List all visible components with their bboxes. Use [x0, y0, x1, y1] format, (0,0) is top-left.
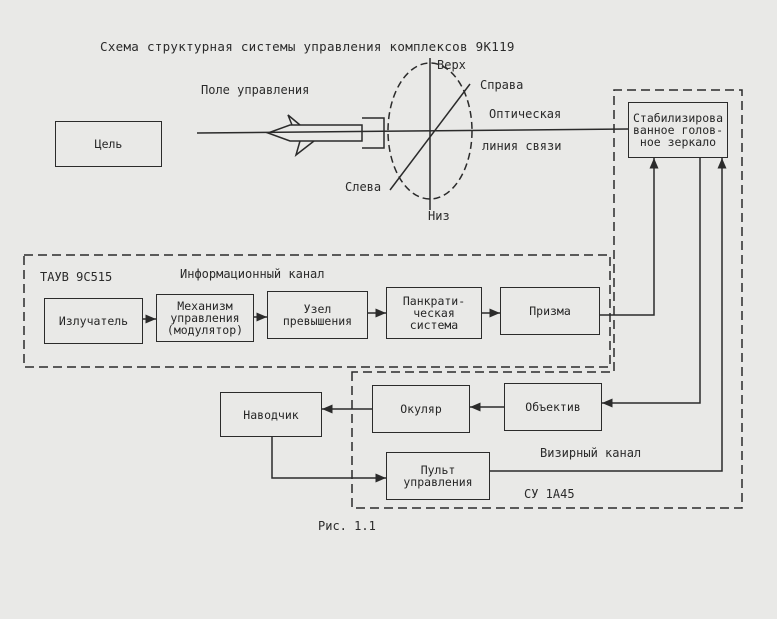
eyepiece-label: Окуляр [400, 402, 442, 416]
emitter-label: Излучатель [58, 314, 129, 328]
direction-up-label: Верх [437, 58, 466, 72]
modulator-line-1: Механизм [177, 299, 233, 313]
eyepiece-box: Окуляр [372, 385, 470, 433]
prism-box: Призма [500, 287, 600, 335]
optical-line-label-1: Оптическая [489, 107, 562, 121]
emitter-box: Излучатель [44, 298, 143, 344]
objective-box: Объектив [504, 383, 602, 431]
pancratic-line-1: Панкрати- [402, 294, 466, 308]
target-label: Цель [94, 137, 123, 151]
elevation-line-1: Узел [303, 302, 332, 316]
modulator-line-2: управления [170, 311, 240, 325]
su-label: СУ 1А45 [524, 487, 575, 501]
direction-left-label: Слева [345, 180, 382, 194]
control-field-ellipse [387, 62, 473, 200]
mirror-line-1: Стабилизирова [632, 111, 723, 125]
optical-line [196, 128, 629, 134]
link-panel-mirror [490, 158, 727, 472]
field-label: Поле управления [201, 83, 310, 97]
elevation-line-2: превышения [282, 314, 353, 328]
info-channel-label: Информационный канал [180, 267, 325, 281]
missile-fin-top [287, 114, 301, 126]
control-panel-line-2: управления [403, 475, 473, 489]
mirror-box: Стабилизирова ванное голов- ное зеркало [628, 102, 728, 158]
pancratic-box: Панкрати- ческая система [386, 287, 482, 339]
mirror-line-2: ванное голов- [632, 123, 723, 137]
link-prism-mirror [600, 158, 659, 316]
tauv-label: ТАУВ 9С515 [40, 270, 113, 284]
missile-tail [362, 117, 385, 149]
guidance-label: Наводчик [243, 407, 299, 422]
target-box: Цель [55, 121, 162, 167]
guidance-box: Наводчик [220, 392, 322, 437]
direction-down-label: Низ [428, 209, 450, 223]
axis-diagonal [389, 83, 471, 191]
objective-label: Объектив [525, 400, 581, 414]
optical-line-label-2: линия связи [482, 139, 562, 153]
control-panel-line-1: Пульт [420, 463, 456, 477]
sight-channel-label: Визирный канал [540, 446, 642, 460]
link-mirror-objective [602, 158, 701, 408]
prism-label: Призма [529, 304, 571, 318]
missile-fin-bottom [294, 140, 315, 158]
elevation-box: Узел превышения [267, 291, 368, 339]
missile-body [265, 124, 363, 142]
modulator-box: Механизм управления (модулятор) [156, 294, 254, 342]
control-panel-box: Пульт управления [386, 452, 490, 500]
pancratic-line-3: система [409, 318, 459, 332]
mirror-line-3: ное зеркало [639, 135, 717, 149]
link-guidance-panel [271, 437, 386, 483]
modulator-line-3: (модулятор) [166, 323, 244, 337]
pancratic-line-2: ческая [413, 306, 455, 320]
direction-right-label: Справа [480, 78, 524, 92]
su-dashed-frame [351, 89, 743, 509]
figure-caption: Рис. 1.1 [318, 519, 376, 533]
diagram-title: Схема структурная системы управления ком… [100, 39, 515, 54]
